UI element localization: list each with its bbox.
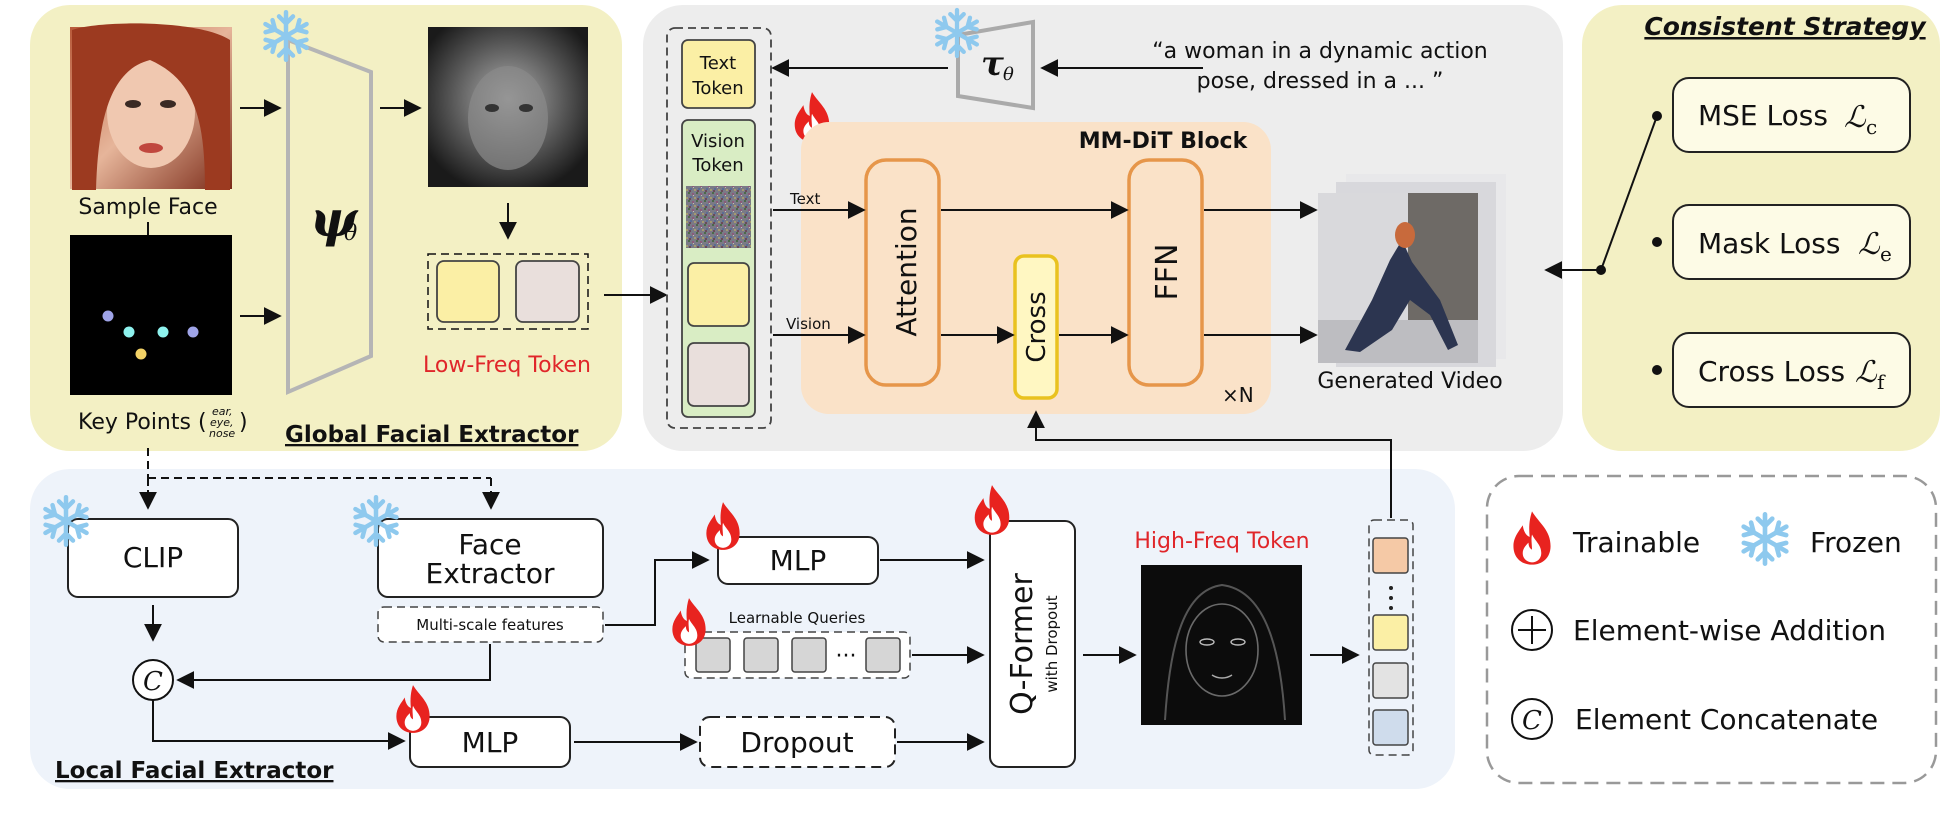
cross-loss-label: Cross Loss [1698,355,1845,388]
ffn-label: FFN [1150,244,1185,301]
cross-block [1013,254,1059,400]
mse-loss-symbol: ℒ [1844,100,1867,135]
cross-label: Cross [1022,291,1052,362]
key-points-label: Key Points ( [78,410,207,435]
high-freq-token-yellow [1372,614,1409,651]
blurred-face-image [428,27,588,187]
qformer-sub-label: with Dropout [1043,595,1061,692]
concatenate-icon [1511,698,1553,740]
attention-label: Attention [890,207,923,336]
kp-small-ear: ear, [212,405,233,418]
query-token [865,637,901,673]
cross-loss-box [1672,332,1911,408]
global-title: Global Facial Extractor [285,422,579,448]
mmdit-block-title: MM-DiT Block [1079,129,1249,154]
legend-addition: Element-wise Addition [1573,614,1886,647]
low-freq-token-yellow [436,260,500,323]
kp-close-paren: ) [239,410,248,435]
mse-loss-sub: c [1866,115,1877,139]
vision-token-label-1: Vision [691,131,745,152]
multiscale-features-label: Multi-scale features [416,616,564,634]
query-ellipsis: ··· [836,644,857,669]
face-extractor-box [377,518,604,598]
noise-latent [686,186,751,248]
strategy-title: Consistent Strategy [1644,12,1927,41]
generated-video-label: Generated Video [1317,369,1502,394]
caption-line-1: “a woman in a dynamic action [1152,39,1487,64]
ffn-block [1127,158,1204,387]
query-token [791,637,827,673]
qformer-box [989,520,1076,768]
qformer-label: Q-Former [1005,573,1040,715]
dropout-label: Dropout [740,726,853,759]
mlp-bottom-label: MLP [462,726,519,759]
tau-symbol: τ [981,44,1004,84]
token-stack [666,27,772,429]
tau-encoder [956,19,1035,111]
multiscale-features-box [377,606,604,643]
text-stream-label: Text [789,190,820,208]
query-token [743,637,779,673]
mse-loss-label: MSE Loss [1698,99,1828,132]
mask-loss-box [1672,204,1911,280]
face-extractor-label-1: Face [458,528,521,561]
text-token-label-1: Text [699,53,736,74]
clip-box [67,518,239,598]
legend-frozen: Frozen [1810,526,1902,559]
legend-concat-letter: C [1522,706,1542,736]
low-freq-token-group [427,253,589,330]
kp-small-eye: eye, [210,416,234,429]
low-freq-token-gray [515,260,580,323]
attention-block [864,158,941,387]
legend-panel [1485,474,1938,785]
kp-small-nose: nose [209,427,235,440]
vision-token-gray [687,342,750,407]
sample-face-image [70,23,232,190]
keypoints-image [70,235,232,395]
mlp-top-label: MLP [770,544,827,577]
clip-label: CLIP [123,541,183,574]
high-freq-token-gray [1372,662,1409,699]
psi-symbol: ψ [310,189,359,248]
mlp-bottom-box [409,716,571,768]
mse-loss-box [1672,77,1911,153]
high-freq-label: High-Freq Token [1134,529,1309,554]
xn-label: ×N [1222,383,1254,407]
high-freq-token-stack [1368,519,1414,756]
high-freq-token-orange [1372,537,1409,574]
high-freq-image [1141,565,1302,725]
mask-loss-sub: e [1880,242,1892,266]
vision-token-label-2: Token [691,155,743,176]
cross-loss-symbol: ℒ [1855,355,1878,390]
tau-subscript: θ [1003,64,1014,85]
text-token-label-2: Token [691,78,743,99]
mlp-top-box [717,536,879,585]
mask-loss-label: Mask Loss [1698,227,1840,260]
mask-loss-symbol: ℒ [1858,227,1881,262]
sample-face-label: Sample Face [78,195,217,220]
psi-encoder [286,37,373,396]
generated-video-frames [1318,174,1506,367]
cross-loss-sub: f [1877,370,1886,394]
legend-trainable: Trainable [1572,526,1700,559]
low-freq-label: Low-Freq Token [423,353,591,378]
vision-stream-label: Vision [786,315,831,333]
caption-line-2: pose, dressed in a ... ” [1197,69,1444,94]
text-token-box [681,39,756,109]
dropout-box [699,716,896,768]
addition-icon [1511,609,1553,651]
psi-subscript: θ [344,221,357,246]
high-freq-token-blue [1372,709,1409,746]
legend-concatenate: Element Concatenate [1575,703,1878,736]
query-token [695,637,731,673]
concat-label: C [143,667,163,697]
local-title: Local Facial Extractor [55,758,334,784]
face-extractor-label-2: Extractor [426,557,555,590]
vision-token-yellow [687,262,750,327]
learnable-queries-label: Learnable Queries [729,609,866,627]
